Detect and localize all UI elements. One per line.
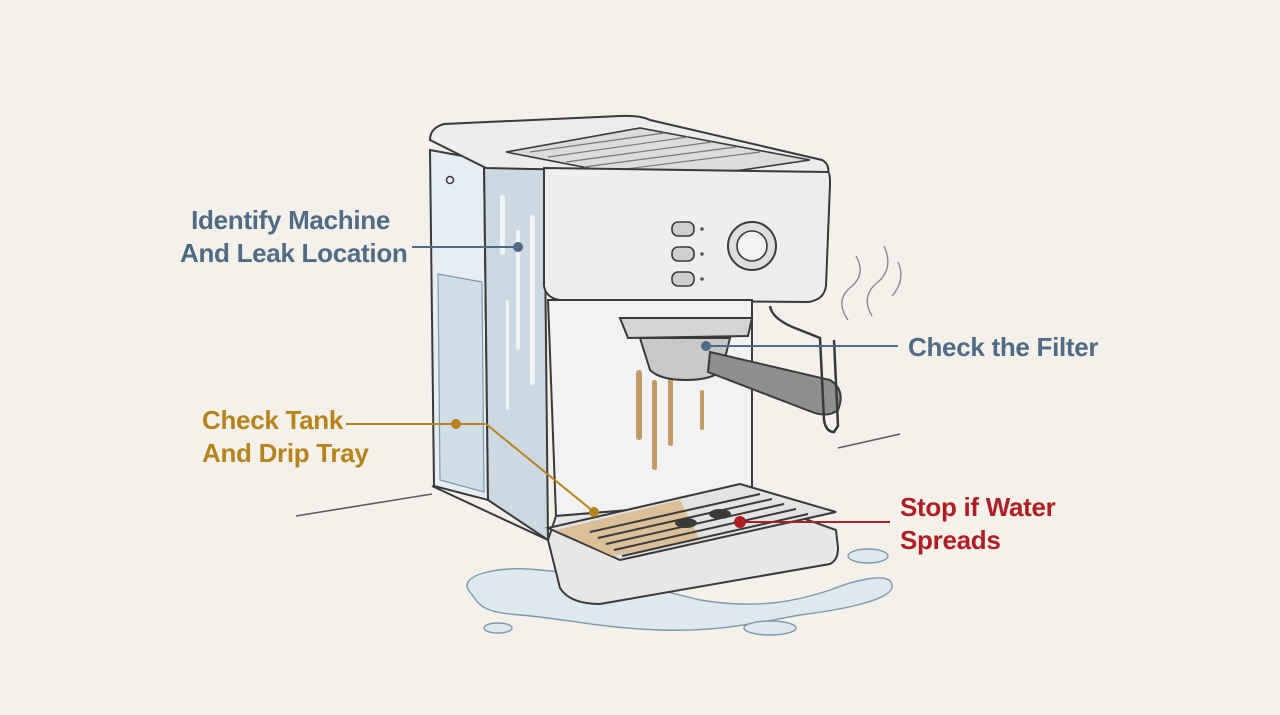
label-filter-line1: Check the Filter <box>908 332 1099 362</box>
label-stop-line2: Spreads <box>900 525 1001 555</box>
label-tank-line2: And Drip Tray <box>202 438 369 468</box>
group-head <box>618 317 754 340</box>
label-check-tank: Check Tank And Drip Tray <box>202 404 369 470</box>
tank-water <box>437 273 485 493</box>
portafilter-marker <box>701 341 711 351</box>
label-check-filter: Check the Filter <box>908 331 1099 364</box>
label-stop-line1: Stop if Water <box>900 492 1056 522</box>
table-edge-left <box>295 493 433 517</box>
indicator-dots-icon <box>700 227 704 281</box>
tank-callout-line <box>346 423 595 513</box>
label-stop-water: Stop if Water Spreads <box>900 491 1056 557</box>
tank-power-icon <box>445 175 455 185</box>
drip-tray-marker <box>589 507 599 517</box>
tank-marker <box>451 419 461 429</box>
water-spread-marker <box>734 516 746 528</box>
coffee-leak-streaks-icon <box>636 370 704 470</box>
control-buttons-icon <box>671 221 695 287</box>
steam-wand <box>768 305 840 434</box>
table-edge-right <box>837 433 901 449</box>
drip-tray-holes-icon <box>675 509 731 528</box>
label-identify-machine: Identify Machine And Leak Location <box>180 204 408 270</box>
leak-location-marker <box>513 242 523 252</box>
water-drip-streaks-icon <box>500 195 535 410</box>
drip-tray-coffee-stain <box>556 500 700 556</box>
label-identify-line2: And Leak Location <box>180 238 408 268</box>
label-tank-line1: Check Tank <box>202 405 344 435</box>
control-dial-knob <box>736 230 768 262</box>
steam-icon <box>841 245 902 321</box>
label-identify-line1: Identify Machine <box>191 205 390 235</box>
